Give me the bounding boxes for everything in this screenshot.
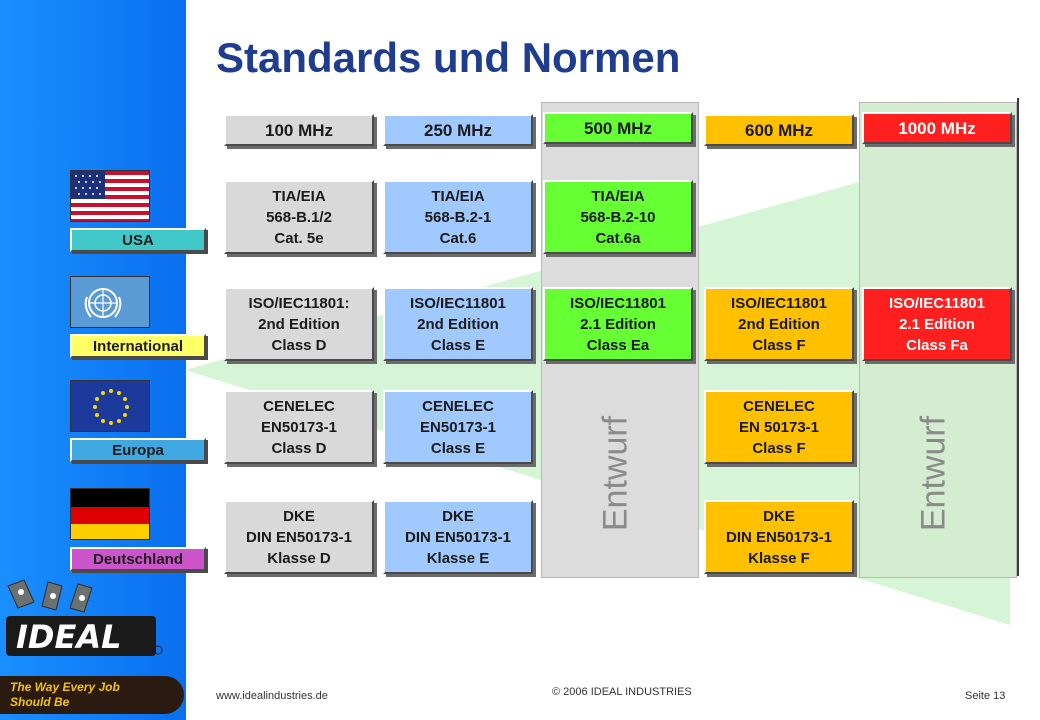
region-label-europa: Europa (70, 438, 206, 462)
std-usa-250mhz: TIA/EIA 568-B.2-1 Cat.6 (383, 180, 533, 254)
region-label-international: International (70, 334, 206, 358)
footer-page-number: Seite 13 (965, 690, 1006, 702)
std-intl-250mhz: ISO/IEC11801 2nd Edition Class E (383, 287, 533, 361)
std-intl-100mhz: ISO/IEC11801: 2nd Edition Class D (224, 287, 374, 361)
std-eu-600mhz: CENELEC EN 50173-1 Class F (704, 390, 854, 464)
std-usa-100mhz: TIA/EIA 568-B.1/2 Cat. 5e (224, 180, 374, 254)
ideal-brand-text: IDEAL (16, 618, 121, 656)
std-de-250mhz: DKE DIN EN50173-1 Klasse E (383, 500, 533, 574)
footer-copyright: © 2006 IDEAL INDUSTRIES (552, 686, 692, 698)
eu-flag-icon (70, 380, 150, 432)
ideal-logo: IDEAL (0, 572, 186, 720)
draft-label-1000mhz: Entwurf (914, 415, 953, 532)
header-100mhz: 100 MHz (224, 114, 374, 146)
region-label-usa: USA (70, 228, 206, 252)
std-intl-600mhz: ISO/IEC11801 2nd Edition Class F (704, 287, 854, 361)
std-eu-250mhz: CENELEC EN50173-1 Class E (383, 390, 533, 464)
std-eu-100mhz: CENELEC EN50173-1 Class D (224, 390, 374, 464)
header-250mhz: 250 MHz (383, 114, 533, 146)
ideal-tagline: The Way Every Job Should Be (0, 676, 184, 714)
std-de-100mhz: DKE DIN EN50173-1 Klasse D (224, 500, 374, 574)
footer-url: www.idealindustries.de (216, 690, 328, 702)
page-title: Standards und Normen (216, 34, 681, 81)
draft-label-500mhz: Entwurf (596, 415, 635, 532)
std-de-600mhz: DKE DIN EN50173-1 Klasse F (704, 500, 854, 574)
std-intl-1000mhz: ISO/IEC11801 2.1 Edition Class Fa (862, 287, 1012, 361)
header-600mhz: 600 MHz (704, 114, 854, 146)
header-1000mhz: 1000 MHz (862, 112, 1012, 144)
region-label-deutschland: Deutschland (70, 547, 206, 571)
usa-flag-icon (70, 170, 150, 222)
column-divider-line (1017, 98, 1019, 576)
header-500mhz: 500 MHz (543, 112, 693, 144)
germany-flag-icon (70, 488, 150, 540)
std-intl-500mhz: ISO/IEC11801 2.1 Edition Class Ea (543, 287, 693, 361)
un-flag-icon (70, 276, 150, 328)
std-usa-500mhz: TIA/EIA 568-B.2-10 Cat.6a (543, 180, 693, 254)
